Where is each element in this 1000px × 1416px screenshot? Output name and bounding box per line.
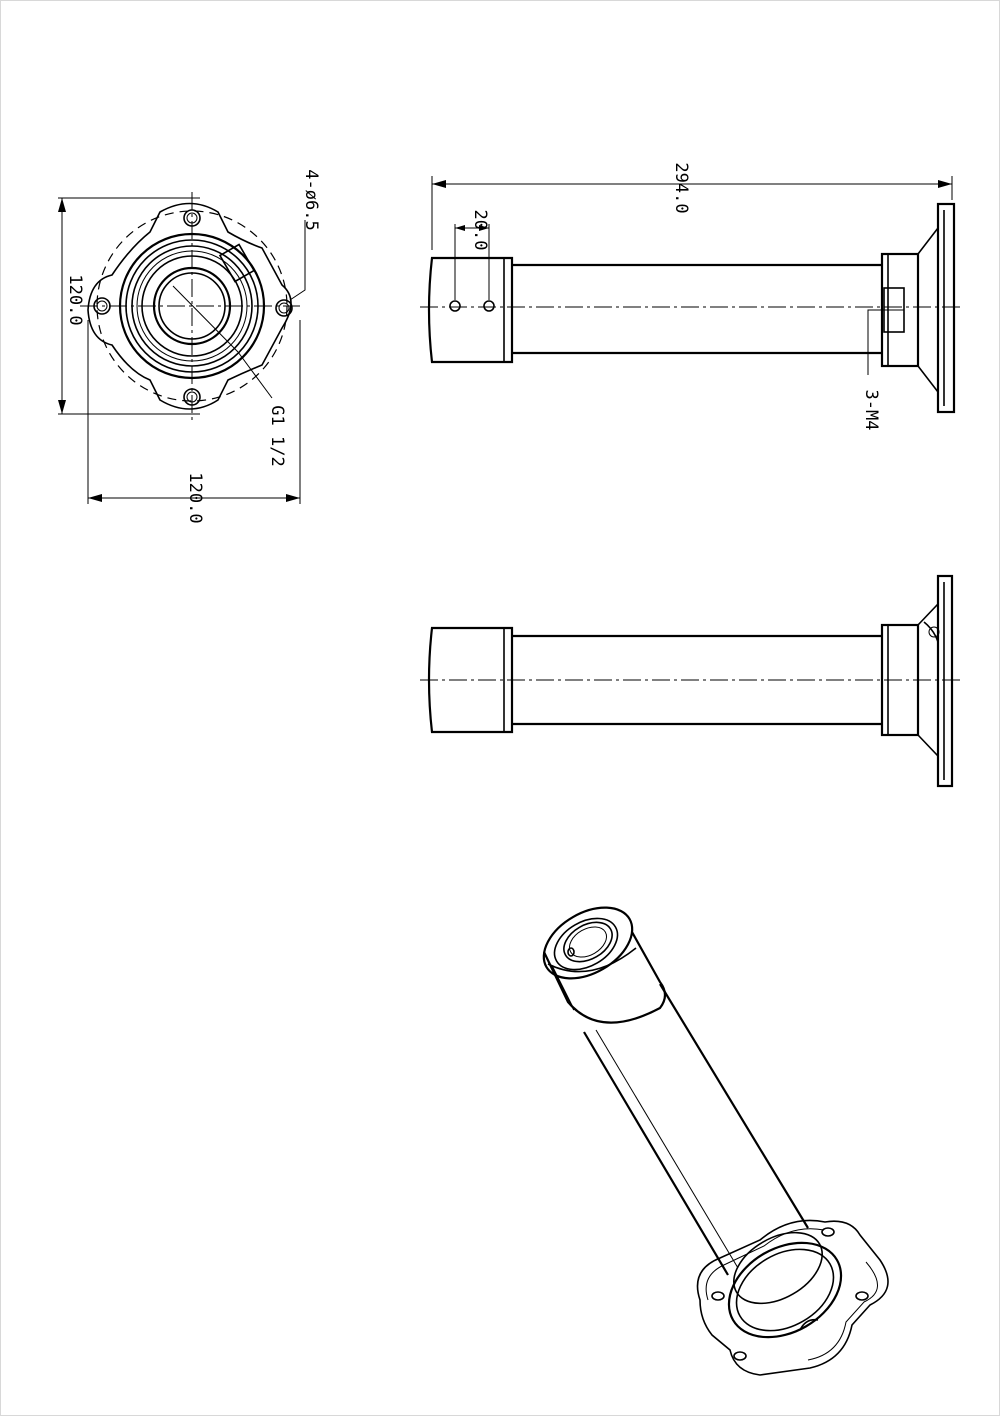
set-screw-callout: 3-M4 xyxy=(861,390,881,431)
flange-outline xyxy=(87,202,292,410)
mount-hole-callout: 4-ø6.5 xyxy=(301,169,321,230)
hole-spacing-dimension: 20.0 xyxy=(470,210,490,251)
mount-hole-right xyxy=(275,299,293,317)
iso-flange xyxy=(696,1219,889,1376)
iso-cap xyxy=(543,931,667,1024)
set-screw-tab xyxy=(218,243,256,283)
isometric-view xyxy=(542,906,889,1376)
flange-end-view: 120.0 120.0 4-ø6.5 G1 1/2 xyxy=(58,169,321,524)
overall-length-dimension: 294.0 xyxy=(671,162,691,213)
side-view-middle xyxy=(420,574,960,788)
cap-outline xyxy=(427,256,514,364)
side-view-top: 294.0 20.0 3-M4 xyxy=(420,162,960,430)
thread-callout: G1 1/2 xyxy=(267,405,287,466)
flange-height-dimension: 120.0 xyxy=(65,274,85,325)
flange-width-dimension: 120.0 xyxy=(185,472,205,523)
